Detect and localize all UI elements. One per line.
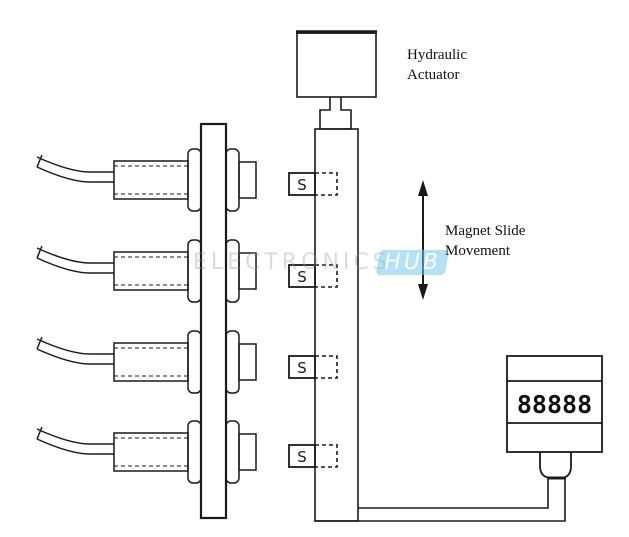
actuator-label-line1: Hydraulic [407, 47, 467, 63]
counter-display: 88888 [516, 390, 593, 419]
watermark-badge: HUB [375, 250, 449, 275]
magnet-label: S [297, 448, 307, 466]
sensing-face [238, 433, 257, 471]
hydraulic-actuator [296, 30, 377, 130]
watermark-text: ELECTRONICS [193, 250, 391, 275]
cable [36, 426, 114, 455]
magnet-4: S [288, 444, 338, 468]
magnet-label: S [297, 359, 307, 377]
cable [36, 245, 114, 274]
wire-outer [315, 478, 566, 522]
sensing-face [238, 161, 257, 199]
movement-label-line2: Movement [445, 243, 510, 259]
sensor-body [113, 342, 189, 382]
sensor-body [113, 251, 189, 291]
sensor-body [113, 432, 189, 472]
movement-label-line1: Magnet Slide [445, 223, 526, 239]
nut-left [187, 420, 202, 484]
nut-right [225, 330, 240, 394]
wire-inner [358, 478, 549, 509]
magnet-label: S [297, 176, 307, 194]
magnet-1: S [288, 172, 338, 196]
counter-unit [506, 355, 603, 480]
sensing-face [238, 343, 257, 381]
nut-left [187, 330, 202, 394]
sensor-3 [36, 330, 257, 394]
arrow-up-head [418, 180, 428, 196]
sensor-body [113, 160, 189, 200]
magnet-label: S [297, 268, 307, 286]
mounting-plate [199, 122, 228, 520]
sensing-face [238, 252, 257, 290]
magnet-2: S [288, 264, 338, 288]
nut-left [187, 148, 202, 212]
sensor-4 [36, 420, 257, 484]
actuator-label-line2: Actuator [407, 67, 460, 83]
sensor-2 [36, 239, 257, 303]
sensor-1 [36, 148, 257, 212]
cable [36, 154, 114, 183]
cable [36, 336, 114, 365]
arrow-down-head [418, 284, 428, 300]
nut-left [187, 239, 202, 303]
magnet-3: S [288, 355, 338, 379]
nut-right [225, 148, 240, 212]
nut-right [225, 420, 240, 484]
